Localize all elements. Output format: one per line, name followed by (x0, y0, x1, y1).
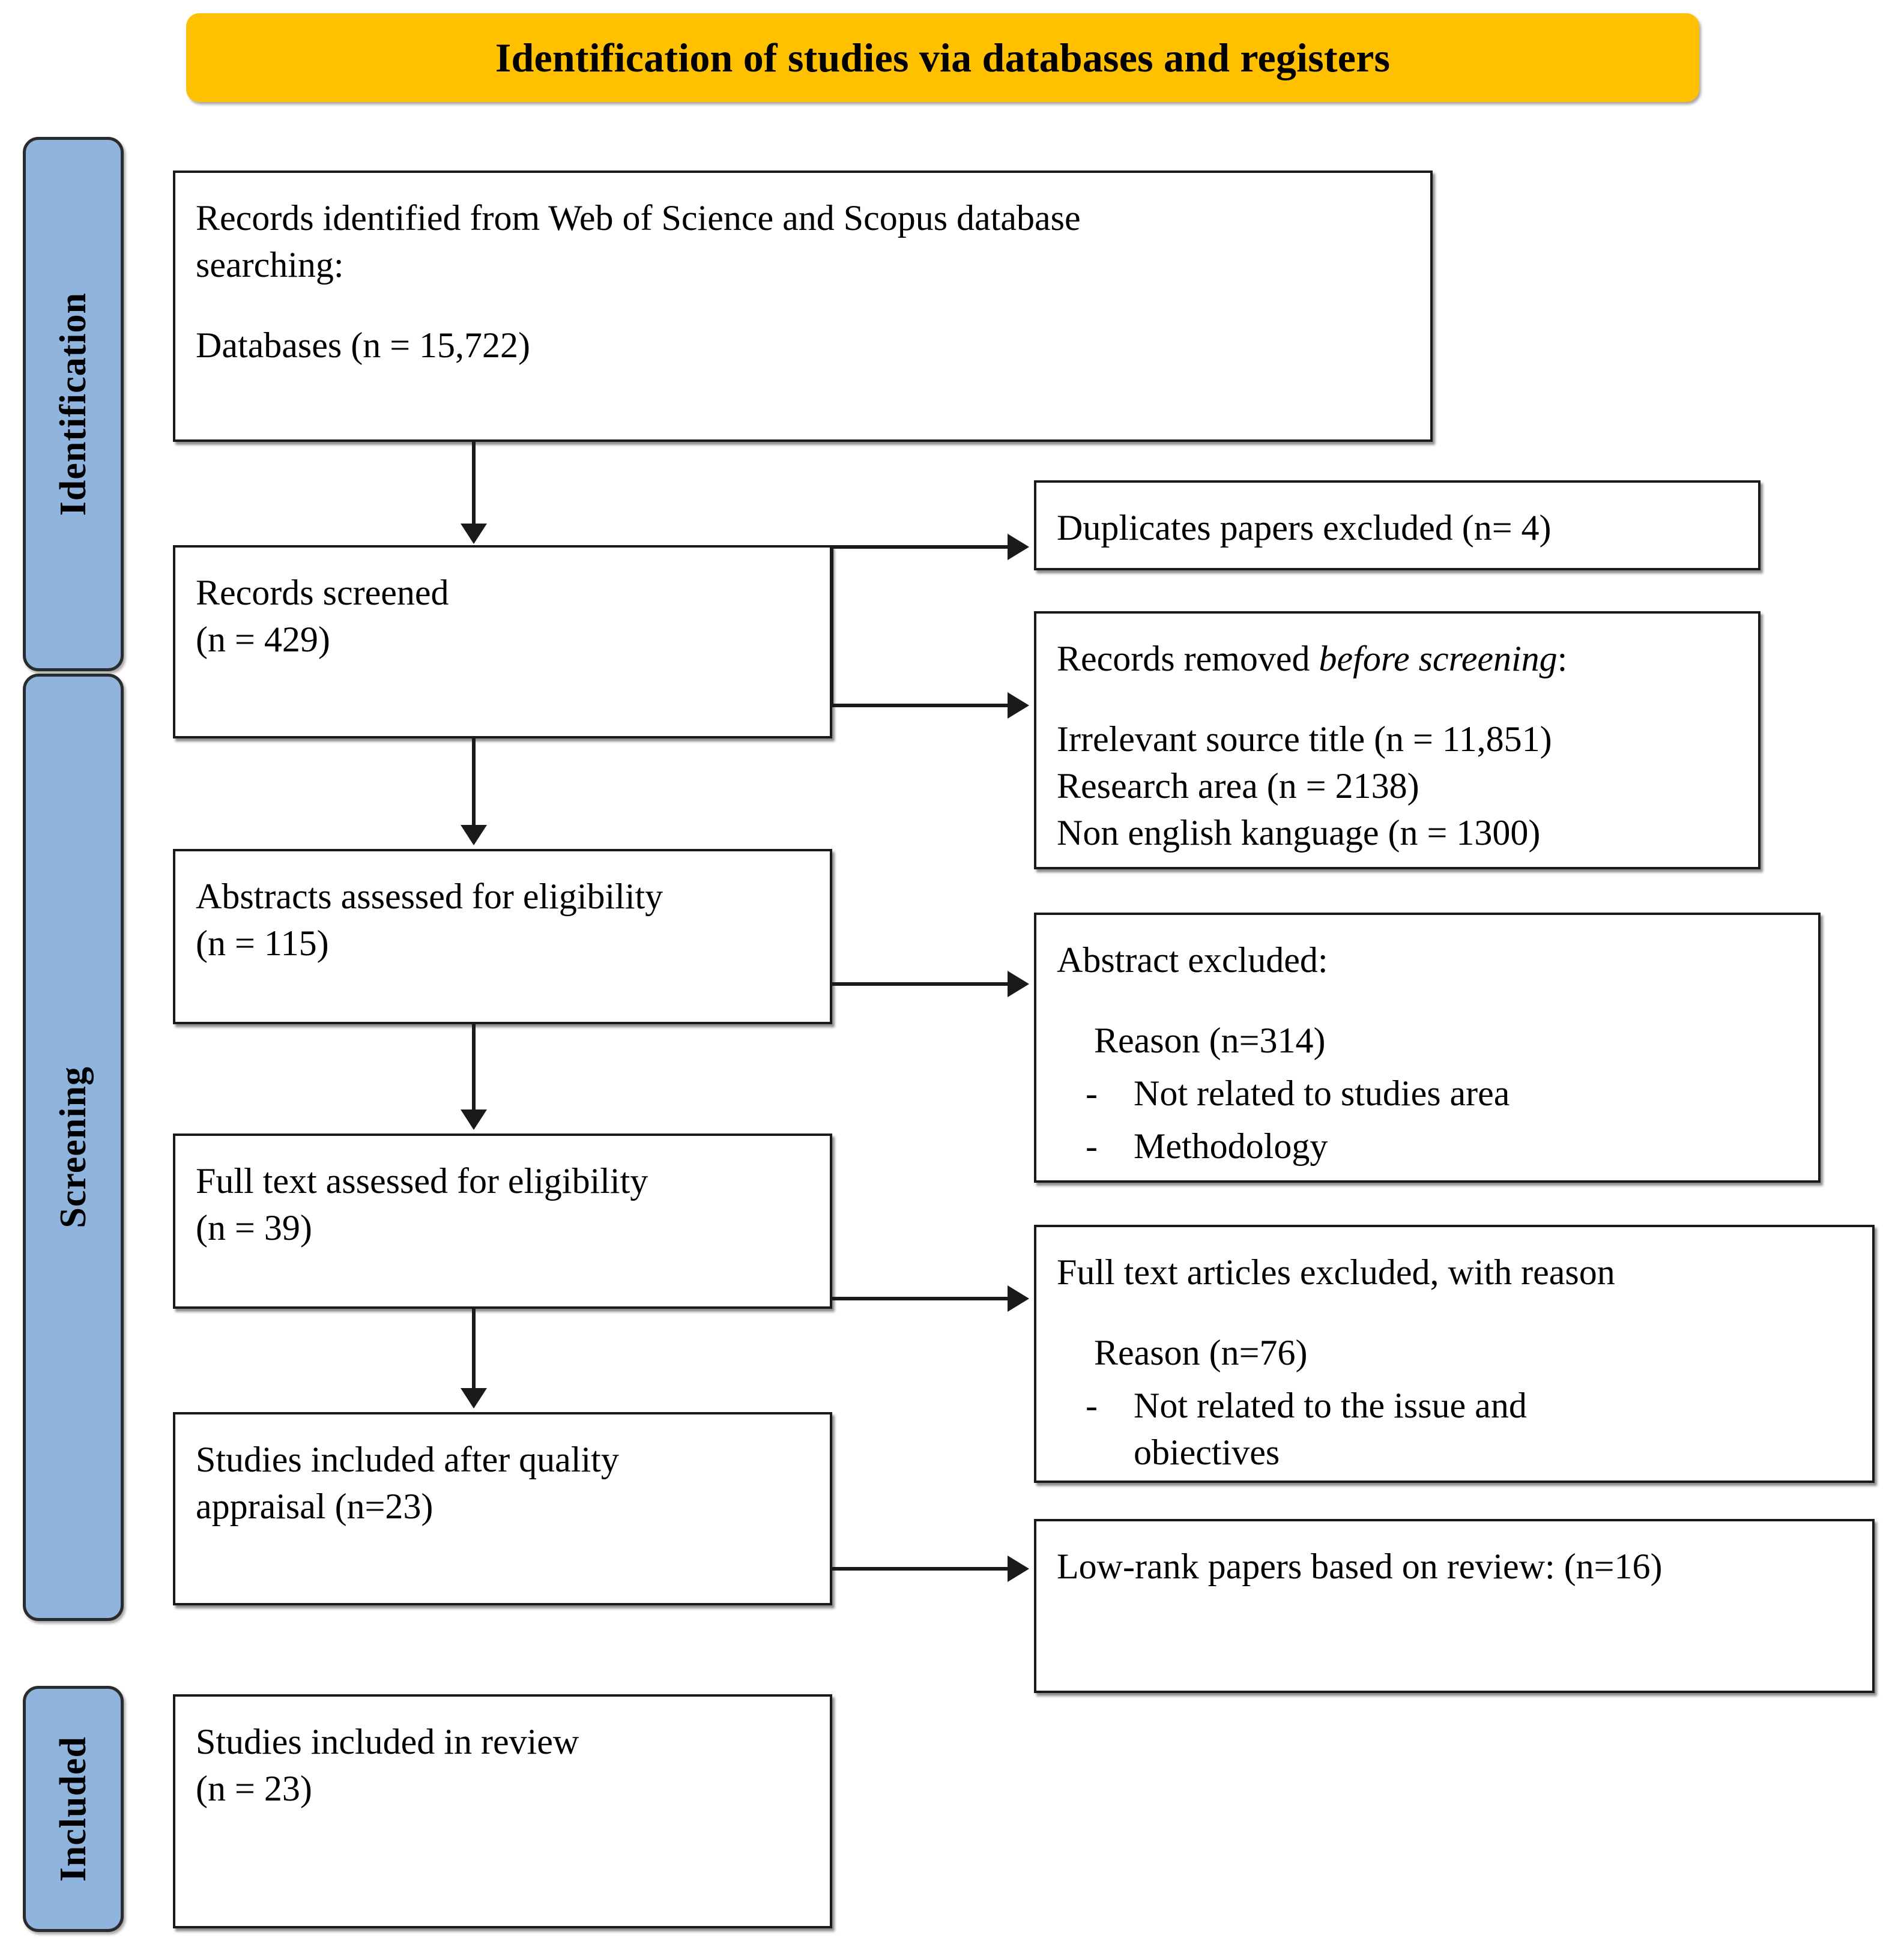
list-item: -Not related to studies area (1057, 1070, 1798, 1117)
box-fulltext-assessed: Full text assessed for eligibility (n = … (173, 1134, 832, 1309)
dash-bullet-icon: - (1086, 1382, 1098, 1429)
phase-label-screening: Screening (23, 674, 124, 1621)
box-fulltext-articles-excluded: Full text articles excluded, with reason… (1034, 1225, 1875, 1483)
arrowhead-fulltext-to-studies-quality (461, 1388, 487, 1408)
studies-review-label: Studies included in review (196, 1718, 809, 1765)
box-abstracts-assessed: Abstracts assessed for eligibility (n = … (173, 849, 832, 1024)
spacer (1057, 983, 1798, 1017)
removed-before-heading-italic: before screening (1319, 639, 1558, 678)
box-studies-included-quality-appraisal: Studies included after quality appraisal… (173, 1412, 832, 1605)
connector-abstracts-to-abstract-excluded (830, 982, 1008, 986)
removed-before-heading: Records removed before screening: (1057, 635, 1738, 682)
box-duplicates-excluded: Duplicates papers excluded (n= 4) (1034, 480, 1760, 570)
duplicates-excluded-text: Duplicates papers excluded (n= 4) (1057, 504, 1738, 551)
abstracts-assessed-count: (n = 115) (196, 920, 809, 967)
arrowhead-abstracts-to-abstract-excluded (1008, 971, 1029, 997)
fulltext-excluded-bullet-line1: Not related to the issue and (1134, 1386, 1527, 1425)
arrowhead-screened-to-duplicates (1008, 534, 1029, 560)
fulltext-assessed-label: Full text assessed for eligibility (196, 1158, 809, 1204)
fulltext-excluded-reason: Reason (n=76) (1057, 1329, 1852, 1376)
box-records-screened: Records screened (n = 429) (173, 545, 832, 738)
arrowhead-abstracts-to-fulltext (461, 1109, 487, 1130)
connector-fulltext-to-studies-quality (472, 1309, 476, 1388)
list-item: -Not related to the issue and obiectives (1057, 1382, 1852, 1476)
box-records-removed-before-screening: Records removed before screening: Irrele… (1034, 611, 1760, 869)
fulltext-excluded-bullet-line2: obiectives (1134, 1432, 1280, 1472)
arrowhead-studies-quality-to-lowrank (1008, 1556, 1029, 1582)
spacer (196, 288, 1410, 322)
arrowhead-fulltext-to-fulltext-excluded (1008, 1285, 1029, 1312)
arrowhead-screened-to-abstracts (461, 825, 487, 845)
abstract-excluded-bullet-2: Methodology (1134, 1126, 1328, 1166)
abstracts-assessed-label: Abstracts assessed for eligibility (196, 873, 809, 920)
diagram-title-text: Identification of studies via databases … (495, 34, 1390, 82)
abstract-excluded-reason: Reason (n=314) (1057, 1017, 1798, 1064)
records-screened-label: Records screened (196, 569, 809, 616)
abstract-excluded-reason-list: -Not related to studies area -Methodolog… (1057, 1070, 1798, 1170)
box-records-identified: Records identified from Web of Science a… (173, 171, 1433, 442)
phase-label-screening-text: Screening (52, 1066, 95, 1228)
records-identified-line1: Records identified from Web of Science a… (196, 195, 1410, 241)
phase-label-identification-text: Identification (52, 292, 95, 516)
removed-before-heading-tail: : (1558, 639, 1568, 678)
abstract-excluded-bullet-1: Not related to studies area (1134, 1073, 1510, 1113)
records-screened-count: (n = 429) (196, 616, 809, 663)
phase-label-included: Included (23, 1686, 124, 1932)
dash-bullet-icon: - (1086, 1070, 1098, 1117)
box-low-rank-papers: Low-rank papers based on review: (n=16) (1034, 1519, 1875, 1693)
removed-before-item-non-english: Non english kanguage (n = 1300) (1057, 809, 1738, 856)
spacer (1057, 1296, 1852, 1329)
studies-quality-line1: Studies included after quality (196, 1436, 809, 1483)
connector-screened-to-removed-before (830, 704, 1008, 707)
diagram-title-banner: Identification of studies via databases … (186, 13, 1699, 102)
box-abstract-excluded: Abstract excluded: Reason (n=314) -Not r… (1034, 913, 1821, 1183)
arrowhead-screened-to-removed-before (1008, 692, 1029, 719)
phase-label-identification: Identification (23, 137, 124, 671)
records-identified-count: Databases (n = 15,722) (196, 322, 1410, 369)
dash-bullet-icon: - (1086, 1123, 1098, 1170)
connector-abstracts-to-fulltext (472, 1024, 476, 1109)
studies-review-count: (n = 23) (196, 1765, 809, 1812)
low-rank-papers-text: Low-rank papers based on review: (n=16) (1057, 1543, 1852, 1590)
fulltext-excluded-heading: Full text articles excluded, with reason (1057, 1249, 1852, 1296)
box-studies-included-in-review: Studies included in review (n = 23) (173, 1694, 832, 1928)
connector-screened-branch-stem (830, 546, 833, 705)
list-item: -Methodology (1057, 1123, 1798, 1170)
removed-before-item-research-area: Research area (n = 2138) (1057, 762, 1738, 809)
removed-before-item-irrelevant-source-title: Irrelevant source title (n = 11,851) (1057, 716, 1738, 762)
fulltext-assessed-count: (n = 39) (196, 1204, 809, 1251)
connector-fulltext-to-fulltext-excluded (830, 1297, 1008, 1300)
connector-screened-to-duplicates (830, 545, 1008, 549)
arrowhead-identified-to-screened (461, 524, 487, 544)
records-identified-line2: searching: (196, 241, 1410, 288)
connector-studies-quality-to-lowrank (830, 1567, 1008, 1571)
spacer (1057, 682, 1738, 716)
connector-identified-to-screened (472, 442, 476, 524)
connector-screened-to-abstracts (472, 738, 476, 825)
phase-label-included-text: Included (52, 1736, 95, 1882)
removed-before-heading-plain: Records removed (1057, 639, 1319, 678)
abstract-excluded-heading: Abstract excluded: (1057, 937, 1798, 983)
studies-quality-line2: appraisal (n=23) (196, 1483, 809, 1530)
fulltext-excluded-reason-list: -Not related to the issue and obiectives (1057, 1382, 1852, 1476)
